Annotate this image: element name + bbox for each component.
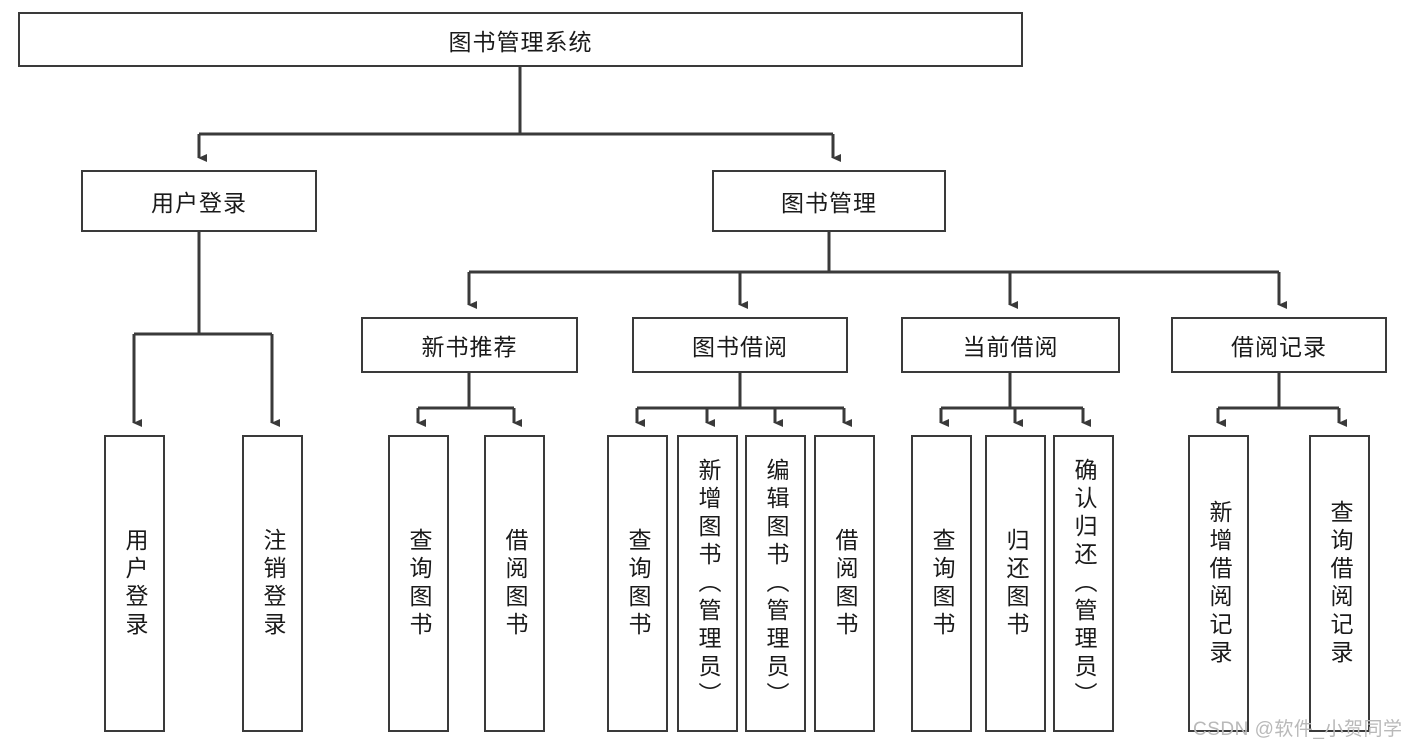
leaf-query-book-3[interactable]: 查询图书 bbox=[911, 435, 972, 732]
leaf-borrow-book-1[interactable]: 借阅图书 bbox=[484, 435, 545, 732]
edge-group-user-login bbox=[132, 232, 280, 427]
leaf-edit-book[interactable]: 编辑图书（管理员） bbox=[745, 435, 806, 732]
edge-group-book-manage bbox=[467, 232, 1287, 309]
edge-group-borrow-record bbox=[1216, 373, 1347, 427]
edge-group-current-borrow bbox=[939, 373, 1091, 427]
node-root-label: 图书管理系统 bbox=[448, 28, 593, 55]
leaf-query-record[interactable]: 查询借阅记录 bbox=[1309, 435, 1370, 732]
leaf-borrow-book-2-label: 借阅图书 bbox=[832, 527, 858, 640]
node-borrow-record[interactable]: 借阅记录 bbox=[1171, 317, 1387, 373]
leaf-confirm-return[interactable]: 确认归还（管理员） bbox=[1053, 435, 1114, 732]
leaf-add-record-label: 新增借阅记录 bbox=[1206, 499, 1232, 668]
csdn-watermark: CSDN @软件_小贺同学 bbox=[1193, 719, 1403, 740]
node-current-borrow[interactable]: 当前借阅 bbox=[901, 317, 1120, 373]
leaf-query-book-1-label: 查询图书 bbox=[406, 527, 432, 640]
leaf-return-book[interactable]: 归还图书 bbox=[985, 435, 1046, 732]
node-book-manage-label: 图书管理 bbox=[781, 190, 877, 216]
node-new-book-rec-label: 新书推荐 bbox=[421, 334, 518, 360]
leaf-query-record-label: 查询借阅记录 bbox=[1327, 499, 1353, 668]
leaf-user-logout-label: 注销登录 bbox=[260, 527, 286, 640]
node-book-manage[interactable]: 图书管理 bbox=[712, 170, 946, 232]
leaf-query-book-2-label: 查询图书 bbox=[625, 527, 651, 640]
node-book-borrow[interactable]: 图书借阅 bbox=[632, 317, 848, 373]
edge-group-root bbox=[197, 67, 841, 162]
leaf-borrow-book-1-label: 借阅图书 bbox=[502, 527, 528, 640]
leaf-borrow-book-2[interactable]: 借阅图书 bbox=[814, 435, 875, 732]
leaf-query-book-1[interactable]: 查询图书 bbox=[388, 435, 449, 732]
leaf-user-login[interactable]: 用户登录 bbox=[104, 435, 165, 732]
leaf-query-book-2[interactable]: 查询图书 bbox=[607, 435, 668, 732]
leaf-add-record[interactable]: 新增借阅记录 bbox=[1188, 435, 1249, 732]
leaf-add-book-label: 新增图书（管理员） bbox=[695, 457, 721, 710]
node-new-book-rec[interactable]: 新书推荐 bbox=[361, 317, 578, 373]
edge-group-book-borrow bbox=[635, 373, 852, 427]
leaf-add-book[interactable]: 新增图书（管理员） bbox=[677, 435, 738, 732]
leaf-confirm-return-label: 确认归还（管理员） bbox=[1071, 457, 1097, 710]
edge-group-new-book-rec bbox=[416, 373, 522, 427]
node-user-login[interactable]: 用户登录 bbox=[81, 170, 317, 232]
leaf-edit-book-label: 编辑图书（管理员） bbox=[763, 457, 789, 710]
leaf-query-book-3-label: 查询图书 bbox=[929, 527, 955, 640]
leaf-return-book-label: 归还图书 bbox=[1003, 527, 1029, 640]
node-current-borrow-label: 当前借阅 bbox=[962, 334, 1059, 360]
node-user-login-label: 用户登录 bbox=[151, 190, 247, 216]
leaf-user-logout[interactable]: 注销登录 bbox=[242, 435, 303, 732]
node-book-borrow-label: 图书借阅 bbox=[692, 334, 788, 360]
leaf-user-login-label: 用户登录 bbox=[122, 527, 148, 640]
node-borrow-record-label: 借阅记录 bbox=[1231, 334, 1327, 360]
node-root[interactable]: 图书管理系统 bbox=[18, 12, 1023, 67]
